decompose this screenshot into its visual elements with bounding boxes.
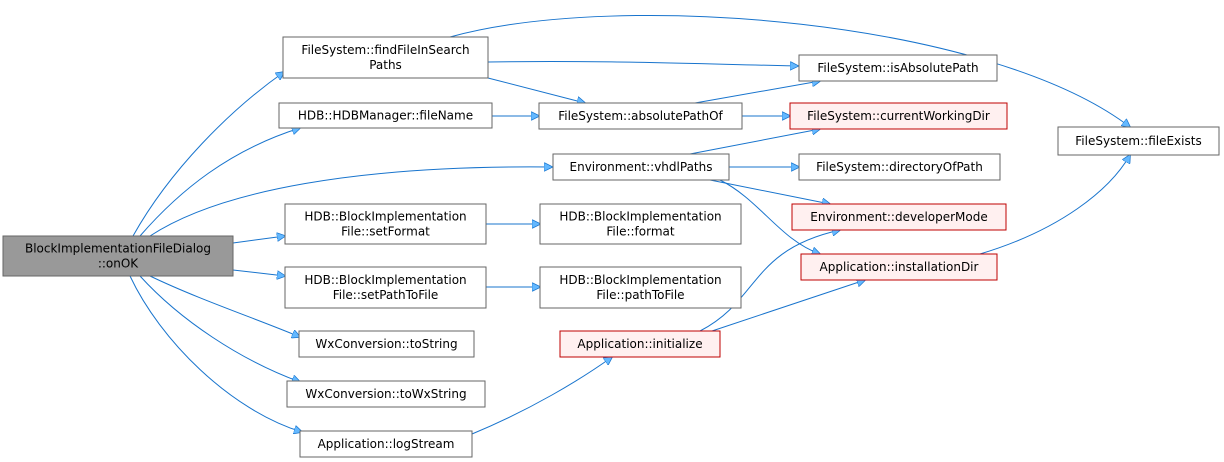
edge-vhdlpaths-to-instdir — [719, 179, 820, 254]
edge-onok-to-hdbfilename — [139, 128, 300, 237]
node-box-tostring — [298, 330, 475, 358]
node-box-vhdlpaths — [552, 153, 730, 181]
edge-findfile-to-isabs — [487, 60, 798, 66]
nodes-layer: BlockImplementationFileDialog::onOK FileS… — [2, 36, 1220, 458]
node-box-findfile — [282, 36, 489, 79]
edge-instdir-to-fileexists — [979, 155, 1130, 255]
node-pathtofile[interactable]: HDB::BlockImplementationFile::pathToFile — [539, 266, 742, 309]
node-label-devmode-line-0: Environment::developerMode — [810, 210, 988, 224]
node-label-abspath-line-0: FileSystem::absolutePathOf — [558, 109, 723, 123]
node-label-fileexists-line-0: FileSystem::fileExists — [1075, 134, 1201, 148]
node-box-logstream — [299, 430, 473, 458]
edge-onok-to-setformat — [232, 236, 285, 244]
node-tostring[interactable]: WxConversion::toString — [298, 330, 475, 358]
node-label-findfile-line-1: Paths — [369, 58, 402, 72]
node-dirofpath[interactable]: FileSystem::directoryOfPath — [798, 153, 1001, 181]
edge-vhdlpaths-to-devmode — [709, 179, 830, 204]
node-abspath[interactable]: FileSystem::absolutePathOf — [538, 102, 743, 130]
node-label-setformat-line-0: HDB::BlockImplementation — [304, 210, 466, 224]
node-box-setpath — [284, 266, 487, 309]
node-box-dirofpath — [798, 153, 1001, 181]
edges-layer — [129, 15, 1130, 435]
edge-onok-to-setpath — [232, 269, 285, 276]
node-label-setformat-line-1: File::setFormat — [341, 225, 430, 239]
node-box-abspath — [538, 102, 743, 130]
node-instdir[interactable]: Application::installationDir — [800, 253, 998, 281]
node-hdbfilename[interactable]: HDB::HDBManager::fileName — [278, 102, 493, 129]
node-devmode[interactable]: Environment::developerMode — [791, 203, 1007, 231]
node-label-format-line-0: HDB::BlockImplementation — [559, 210, 721, 224]
node-box-towxstring — [286, 380, 486, 408]
node-box-instdir — [800, 253, 998, 281]
node-isabs[interactable]: FileSystem::isAbsolutePath — [798, 54, 998, 82]
node-format[interactable]: HDB::BlockImplementationFile::format — [539, 203, 742, 245]
node-fileexists[interactable]: FileSystem::fileExists — [1057, 126, 1220, 156]
node-label-dirofpath-line-0: FileSystem::directoryOfPath — [816, 160, 983, 174]
edge-onok-to-vhdlpaths — [149, 167, 552, 237]
node-box-cwd — [789, 102, 1008, 130]
edge-findfile-to-abspath — [487, 77, 585, 103]
node-cwd[interactable]: FileSystem::currentWorkingDir — [789, 102, 1008, 130]
node-onok[interactable]: BlockImplementationFileDialog::onOK — [2, 235, 234, 277]
node-setpath[interactable]: HDB::BlockImplementationFile::setPathToF… — [284, 266, 487, 309]
edge-onok-to-tostring — [149, 275, 300, 337]
node-label-towxstring-line-0: WxConversion::toWxString — [305, 387, 466, 401]
node-label-vhdlpaths-line-0: Environment::vhdlPaths — [570, 160, 713, 174]
edge-appinit-to-devmode — [699, 230, 840, 332]
node-setformat[interactable]: HDB::BlockImplementationFile::setFormat — [284, 203, 487, 245]
node-label-cwd-line-0: FileSystem::currentWorkingDir — [807, 109, 990, 123]
node-label-logstream-line-0: Application::logStream — [318, 437, 455, 451]
node-box-devmode — [791, 203, 1007, 231]
edge-abspath-to-isabs — [694, 81, 820, 104]
node-vhdlpaths[interactable]: Environment::vhdlPaths — [552, 153, 730, 181]
node-label-onok-line-0: BlockImplementationFileDialog — [25, 242, 211, 256]
node-appinit[interactable]: Application::initialize — [559, 330, 721, 358]
node-box-onok — [2, 235, 234, 277]
edge-findfile-to-fileexists — [449, 15, 1130, 127]
node-label-tostring-line-0: WxConversion::toString — [315, 337, 457, 351]
edge-onok-to-findfile — [132, 72, 284, 237]
edge-vhdlpaths-to-cwd — [689, 129, 820, 155]
node-label-setpath-line-0: HDB::BlockImplementation — [304, 273, 466, 287]
node-label-isabs-line-0: FileSystem::isAbsolutePath — [817, 61, 978, 75]
node-label-format-line-1: File::format — [606, 225, 674, 239]
node-box-hdbfilename — [278, 102, 493, 129]
node-box-isabs — [798, 54, 998, 82]
node-logstream[interactable]: Application::logStream — [299, 430, 473, 458]
node-box-appinit — [559, 330, 721, 358]
node-label-instdir-line-0: Application::installationDir — [820, 260, 979, 274]
edge-onok-to-towxstring — [139, 275, 300, 382]
node-label-appinit-line-0: Application::initialize — [577, 337, 702, 351]
edge-appinit-to-instdir — [711, 280, 865, 332]
node-label-setpath-line-1: File::setPathToFile — [333, 288, 439, 302]
node-towxstring[interactable]: WxConversion::toWxString — [286, 380, 486, 408]
node-label-onok-line-1: ::onOK — [98, 257, 139, 271]
node-label-findfile-line-0: FileSystem::findFileInSearch — [301, 43, 469, 57]
node-label-hdbfilename-line-0: HDB::HDBManager::fileName — [298, 109, 473, 123]
node-box-format — [539, 203, 742, 245]
edge-onok-to-logstream — [129, 275, 302, 432]
node-box-setformat — [284, 203, 487, 245]
edge-logstream-to-appinit — [471, 357, 612, 435]
node-box-fileexists — [1057, 126, 1220, 156]
node-label-pathtofile-line-1: File::pathToFile — [596, 288, 684, 302]
node-box-pathtofile — [539, 266, 742, 309]
node-label-pathtofile-line-0: HDB::BlockImplementation — [559, 273, 721, 287]
